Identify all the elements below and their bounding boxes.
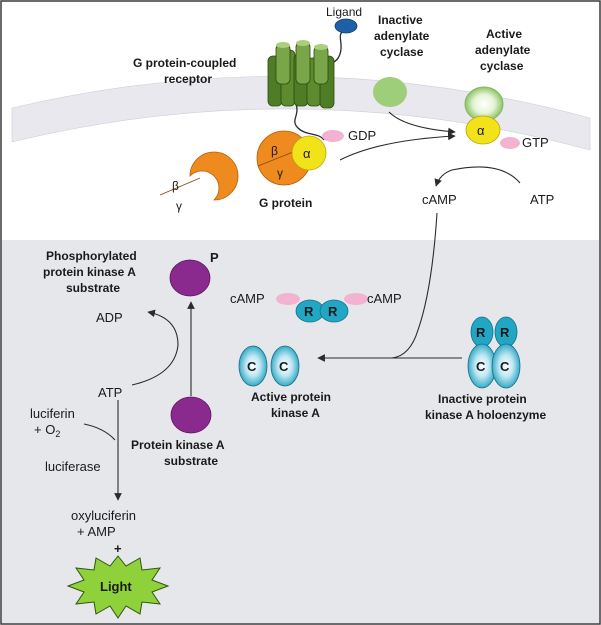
active-pka-c2 bbox=[270, 345, 300, 387]
inactive-pka-label-line1: Inactive protein bbox=[438, 392, 527, 406]
arrow-atp-to-adp bbox=[131, 309, 179, 386]
light-burst bbox=[66, 555, 170, 619]
luciferase-label: luciferase bbox=[45, 459, 101, 474]
arrow-alpha-to-ac bbox=[339, 132, 456, 161]
gdp-label: GDP bbox=[348, 128, 376, 143]
active-ac-label-line3: cyclase bbox=[480, 59, 524, 73]
active-alpha-subunit bbox=[465, 115, 501, 145]
arrow-ac-activation bbox=[388, 111, 456, 136]
substrate-label-line2: substrate bbox=[164, 454, 218, 468]
gdp-molecule bbox=[322, 130, 344, 142]
camp-right-label: cAMP bbox=[367, 291, 402, 306]
inactive-pka-holoenzyme bbox=[467, 316, 521, 389]
luciferin-label: luciferin bbox=[30, 406, 75, 421]
plus-o2-label: + O2 bbox=[34, 422, 60, 439]
active-ac-label-line1: Active bbox=[486, 27, 522, 41]
gtp-label: GTP bbox=[522, 135, 549, 150]
camp-left-label: cAMP bbox=[230, 291, 265, 306]
free-beta-symbol: β bbox=[172, 179, 179, 193]
line-camp-down bbox=[391, 212, 438, 359]
active-pka-label-line1: Active protein bbox=[251, 390, 331, 404]
free-gamma-symbol: γ bbox=[176, 199, 182, 213]
arrow-atp-to-camp bbox=[434, 166, 521, 187]
substrate-label-line1: Protein kinase A bbox=[131, 438, 225, 452]
c1-label: C bbox=[247, 359, 257, 374]
phospho-label-line1: Phosphorylated bbox=[46, 249, 137, 263]
plus-sign-label: + bbox=[114, 541, 122, 556]
phosphorylated-substrate bbox=[169, 259, 211, 297]
holo-r1-label: R bbox=[476, 325, 486, 340]
holo-c2-label: C bbox=[500, 359, 510, 374]
atp-mid-label: ATP bbox=[98, 385, 122, 400]
regulatory-subunits-camp bbox=[276, 293, 368, 323]
active-alpha-symbol: α bbox=[477, 123, 485, 138]
g-protein-alpha-subunit bbox=[291, 135, 327, 171]
r2-label: R bbox=[328, 304, 338, 319]
active-pka-label-line2: kinase A bbox=[271, 406, 320, 420]
gpcr-label-line2: receptor bbox=[164, 72, 212, 86]
pka-substrate bbox=[170, 396, 212, 434]
oxyluciferin-label: oxyluciferin bbox=[71, 508, 136, 523]
inactive-ac-label-line1: Inactive bbox=[378, 13, 423, 27]
gamma-symbol: γ bbox=[277, 166, 283, 180]
c2-label: C bbox=[279, 359, 289, 374]
ligand-label: Ligand bbox=[326, 5, 362, 19]
g-protein-complex bbox=[256, 130, 344, 186]
cytoplasm-region bbox=[2, 240, 599, 623]
inactive-ac-label-line2: adenylate bbox=[374, 29, 430, 43]
adp-label: ADP bbox=[96, 310, 123, 325]
plus-amp-label: + AMP bbox=[77, 524, 116, 539]
inactive-adenylate-cyclase bbox=[373, 77, 407, 107]
holo-r2-label: R bbox=[500, 325, 510, 340]
inactive-pka-label-line2: kinase A holoenzyme bbox=[425, 408, 546, 422]
inactive-ac-label-line3: cyclase bbox=[380, 45, 424, 59]
atp-top-label: ATP bbox=[530, 192, 554, 207]
plus-o2-prefix: + O bbox=[34, 422, 55, 437]
ligand-molecule bbox=[334, 18, 358, 34]
active-pka-c1 bbox=[238, 345, 268, 387]
receptor-c-terminus bbox=[294, 103, 325, 141]
camp-top-label: cAMP bbox=[422, 192, 457, 207]
alpha-symbol: α bbox=[303, 146, 311, 161]
o2-subscript: 2 bbox=[55, 429, 60, 439]
line-luciferin-join bbox=[83, 423, 116, 441]
gpcr-label-line1: G protein-coupled bbox=[133, 56, 236, 70]
free-beta-gamma bbox=[159, 151, 239, 201]
phospho-p-label: P bbox=[210, 250, 219, 265]
active-ac-label-line2: adenylate bbox=[475, 43, 531, 57]
holo-c1-label: C bbox=[476, 359, 486, 374]
phospho-label-line3: substrate bbox=[66, 281, 120, 295]
r1-label: R bbox=[304, 304, 314, 319]
gtp-molecule bbox=[500, 137, 520, 149]
light-label: Light bbox=[100, 579, 132, 594]
cell-membrane bbox=[11, 76, 591, 151]
g-protein-label: G protein bbox=[259, 196, 312, 210]
gpcr-receptor bbox=[267, 29, 345, 141]
beta-symbol: β bbox=[271, 144, 278, 158]
phospho-label-line2: protein kinase A bbox=[43, 265, 136, 279]
